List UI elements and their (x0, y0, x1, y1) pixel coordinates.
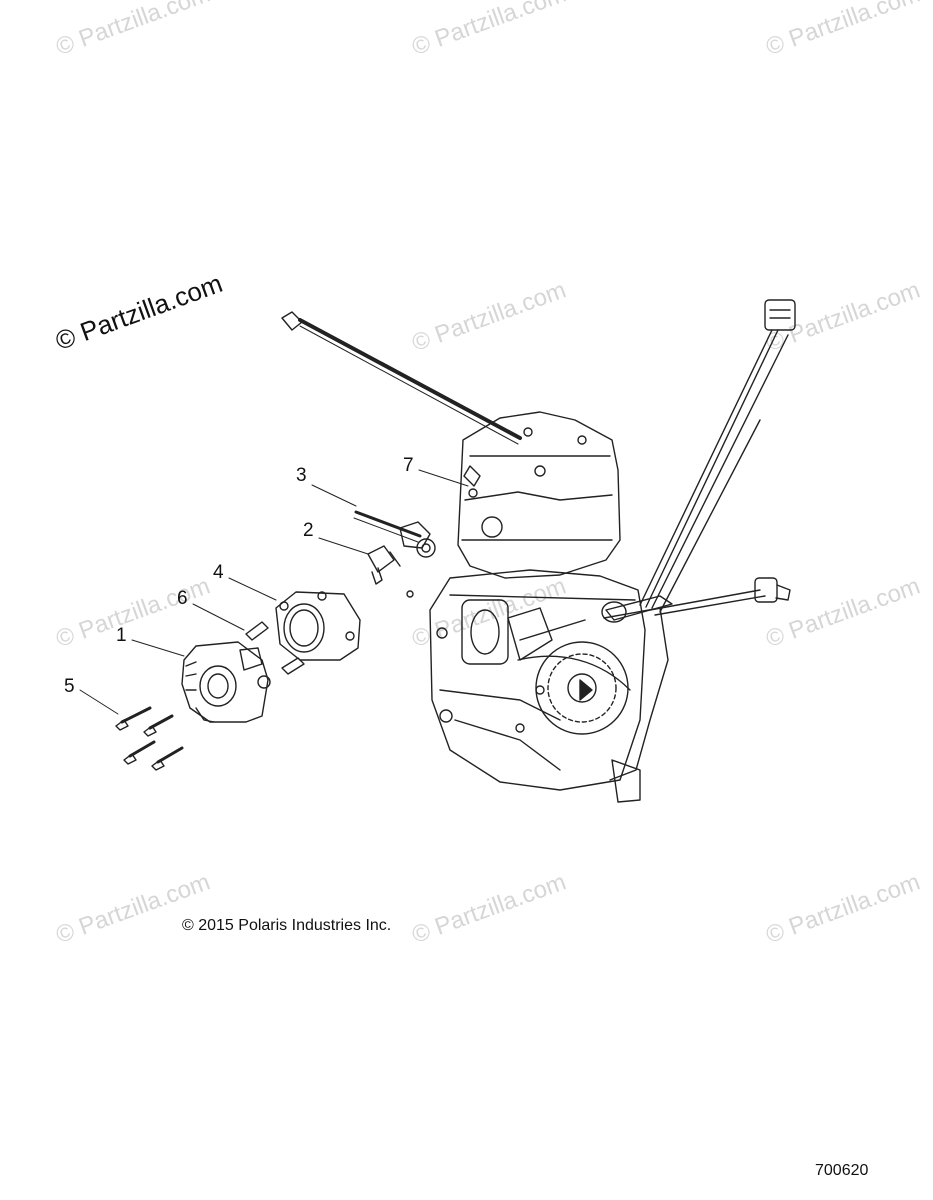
adapter-screws (245, 621, 305, 675)
figure-number: 700620 (815, 1162, 869, 1179)
throttle-body-adapter (275, 591, 361, 661)
dipstick-tube (281, 311, 522, 445)
callout-leaders (79, 469, 469, 715)
callout-4: 4 (213, 562, 224, 583)
stator-cover (517, 601, 669, 803)
callout-3: 3 (296, 465, 307, 486)
fuel-injector (367, 545, 414, 598)
callout-5: 5 (64, 676, 75, 697)
throttle-bolts (115, 706, 184, 771)
callout-2: 2 (303, 520, 314, 541)
callout-1: 1 (116, 625, 127, 646)
fuel-rail (353, 510, 436, 558)
callout-6: 6 (177, 588, 188, 609)
throttle-body (181, 641, 271, 723)
callout-7: 7 (403, 455, 414, 476)
engine-block (429, 569, 646, 791)
engine-cylinder-head (457, 411, 621, 579)
wiring-harness (605, 299, 796, 621)
copyright-notice: © 2015 Polaris Industries Inc. (182, 917, 392, 934)
